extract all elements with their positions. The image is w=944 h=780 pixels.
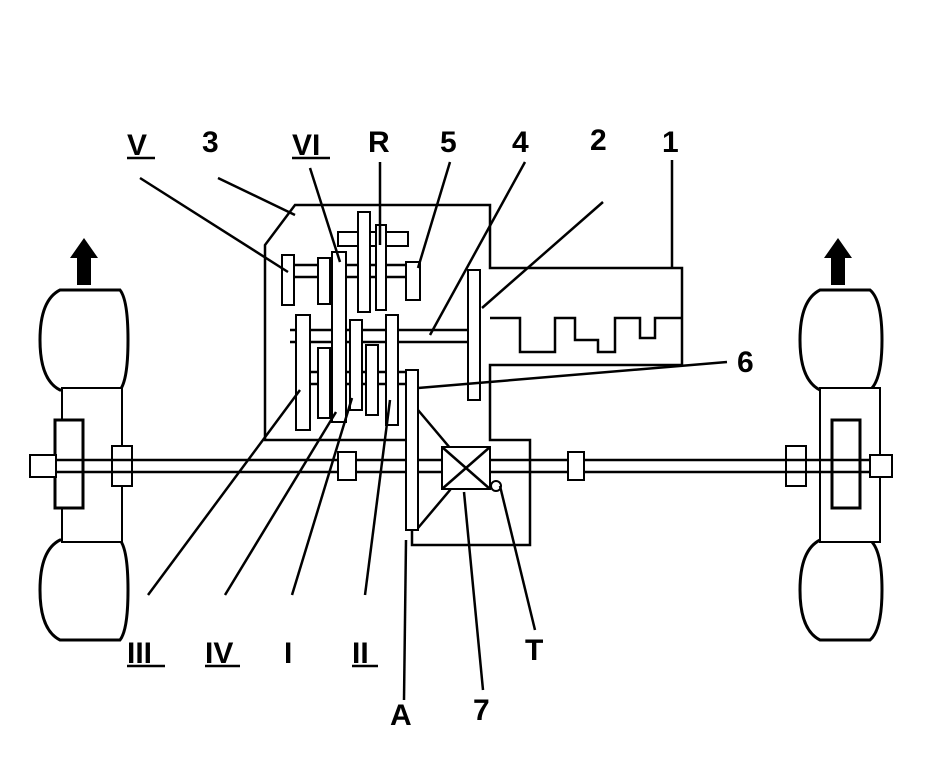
label-V: V bbox=[127, 129, 147, 162]
label-5: 5 bbox=[440, 126, 457, 159]
differential bbox=[417, 409, 502, 529]
label-T: T bbox=[525, 634, 543, 667]
arrow-up-icon bbox=[70, 238, 98, 285]
label-3: 3 bbox=[202, 126, 219, 159]
gear-set bbox=[281, 211, 481, 531]
label-1: 1 bbox=[662, 126, 679, 159]
labels: V 3 VI R 5 4 2 1 6 III IV I II T A 7 bbox=[127, 124, 754, 732]
engine-block bbox=[490, 316, 682, 354]
label-III: III bbox=[127, 637, 152, 670]
gearbox-housing bbox=[263, 203, 684, 547]
left-wheel bbox=[29, 288, 133, 642]
label-7: 7 bbox=[473, 694, 490, 727]
label-2: 2 bbox=[590, 124, 607, 157]
label-R: R bbox=[368, 126, 390, 159]
upper-shaft bbox=[285, 263, 420, 279]
arrow-up-icon bbox=[824, 238, 852, 285]
right-wheel bbox=[785, 288, 893, 642]
label-I: I bbox=[284, 637, 292, 670]
label-II: II bbox=[352, 637, 369, 670]
label-6: 6 bbox=[737, 346, 754, 379]
label-VI: VI bbox=[292, 129, 320, 162]
label-IV: IV bbox=[205, 637, 233, 670]
label-A: A bbox=[390, 699, 412, 732]
label-4: 4 bbox=[512, 126, 529, 159]
leader-lines bbox=[139, 160, 728, 701]
